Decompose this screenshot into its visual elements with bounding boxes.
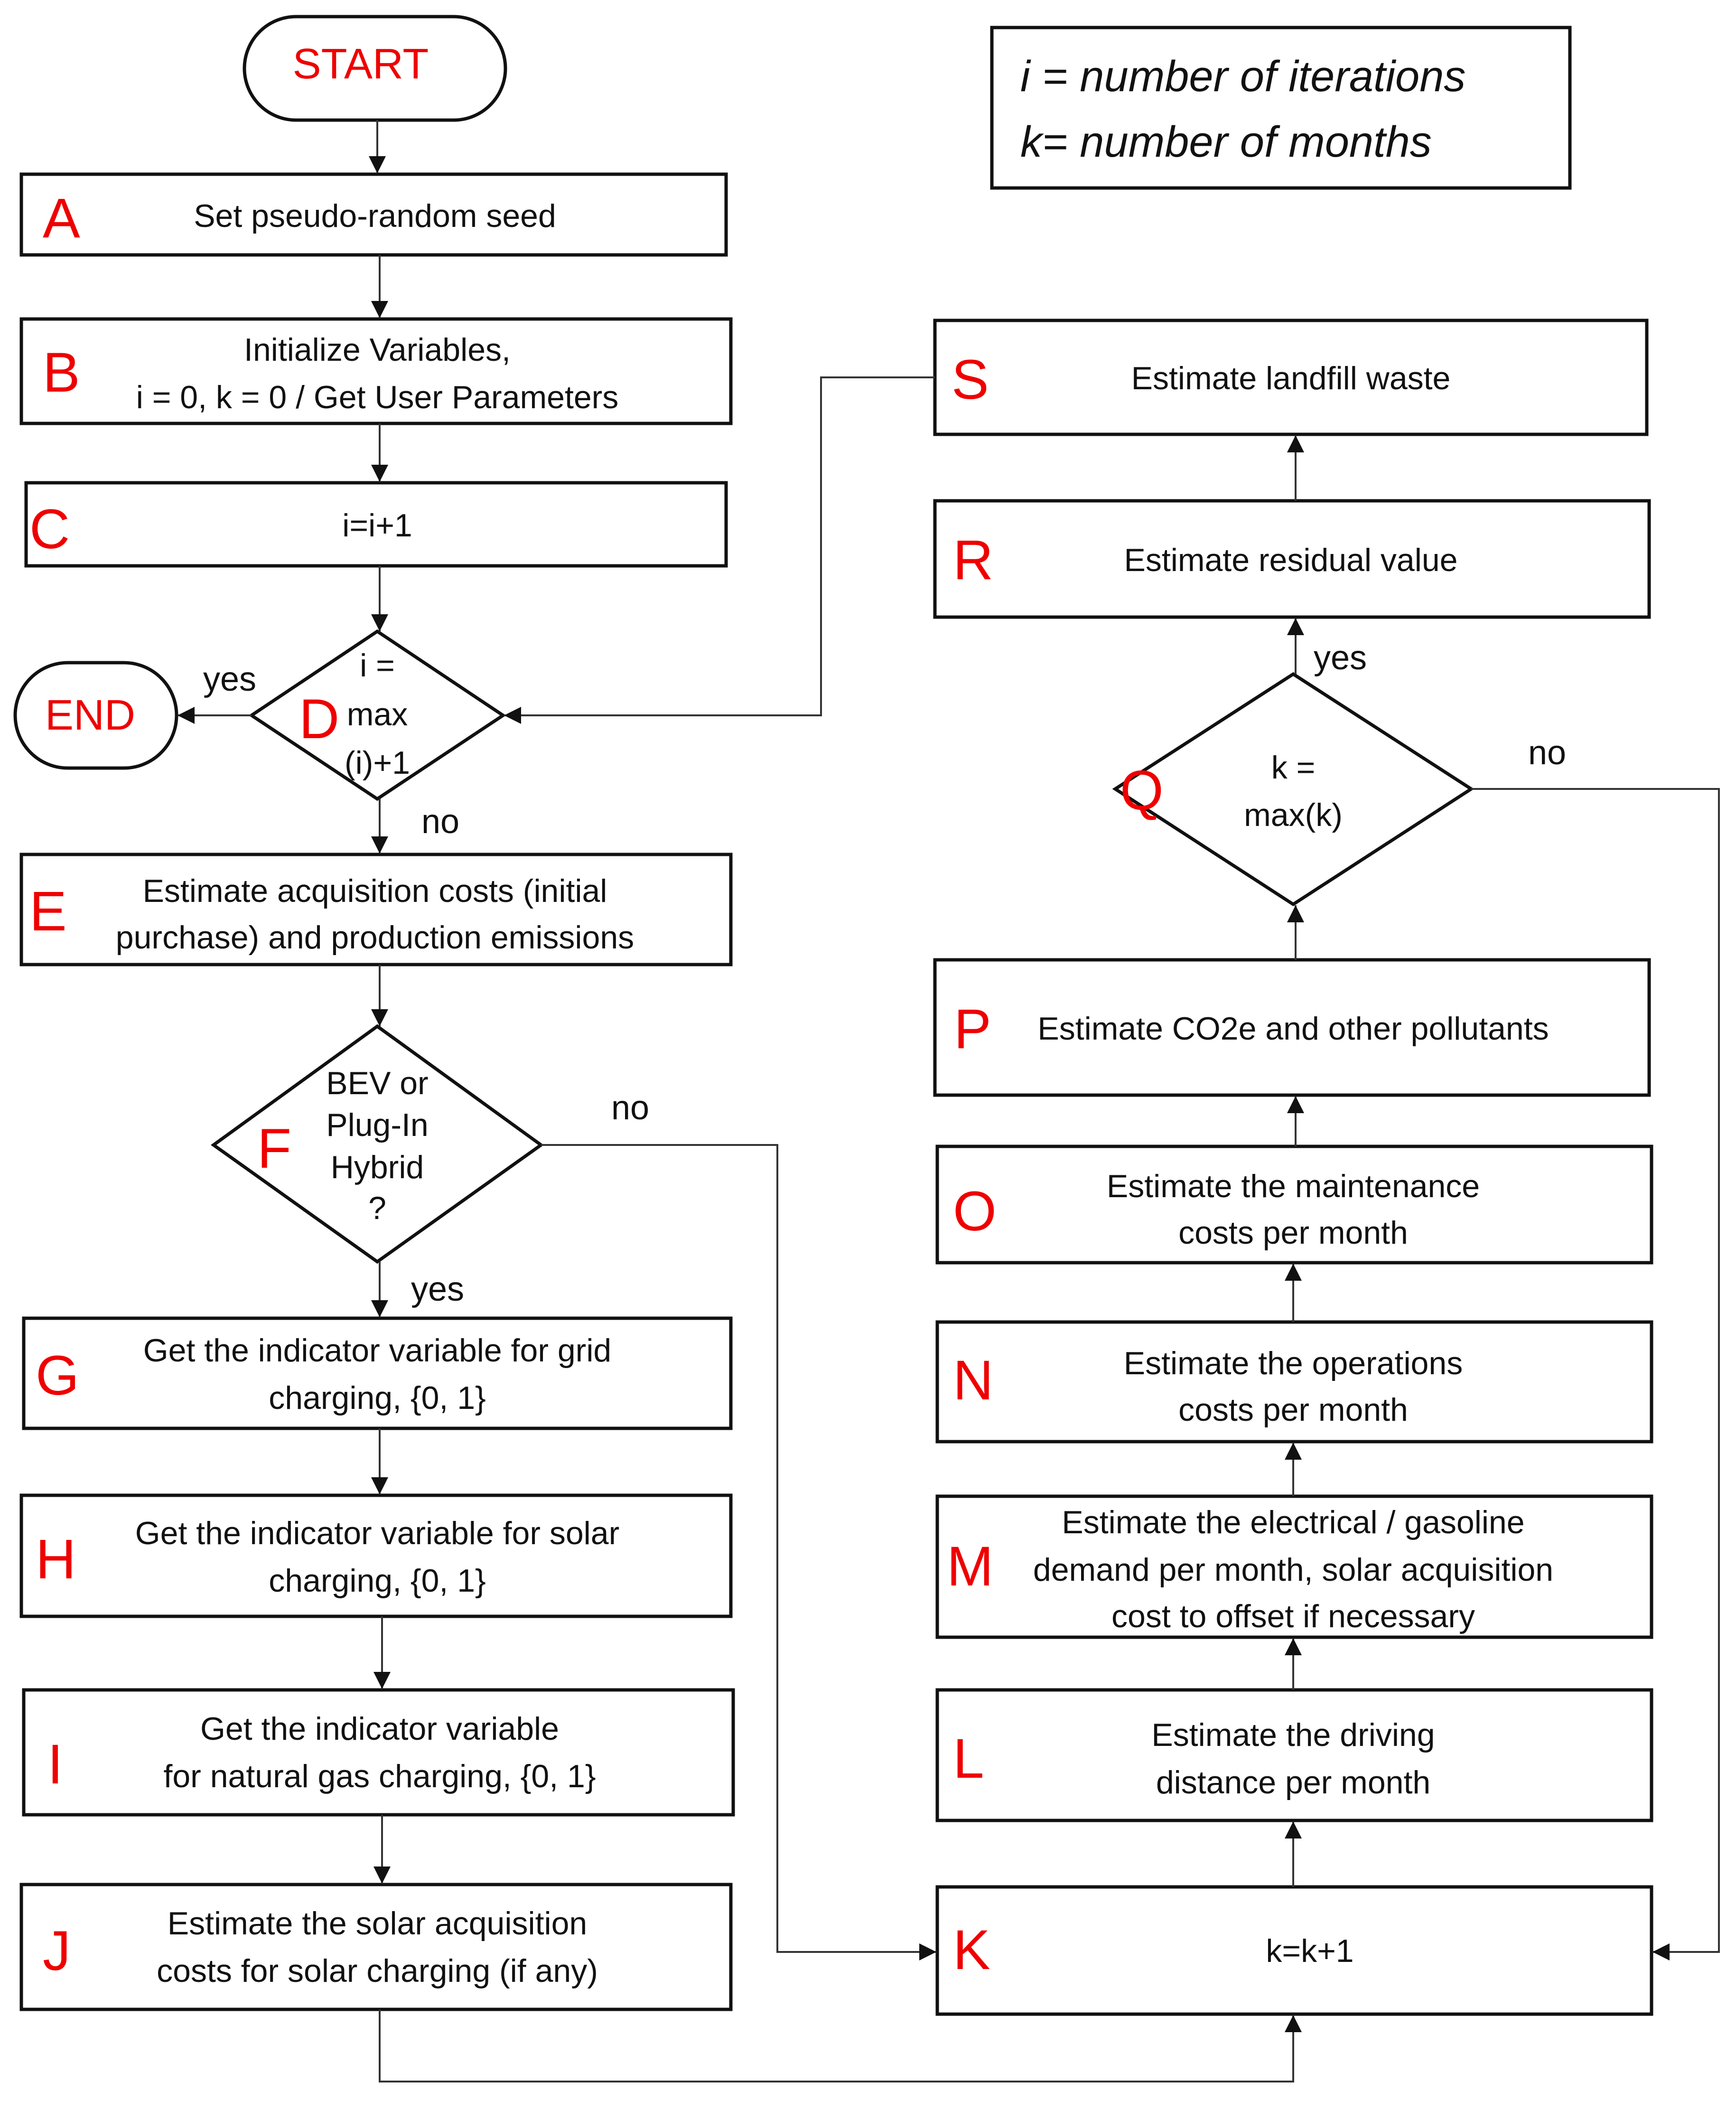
node-h: H Get the indicator variable for solar c… [19, 1493, 733, 1618]
node-s: S Estimate landfill waste [933, 319, 1649, 436]
node-p: P Estimate CO2e and other pollutants [933, 958, 1651, 1097]
node-m-line-2: demand per month, solar acquisition [1033, 1552, 1553, 1588]
node-n-line-1: Estimate the operations [1124, 1345, 1463, 1381]
node-f-letter: F [257, 1117, 291, 1180]
edge-label-f-no: no [611, 1089, 649, 1127]
edge-label-d-yes: yes [203, 660, 256, 698]
node-a-line-1: Set pseudo-random seed [194, 198, 556, 234]
edge-label-d-no: no [421, 803, 459, 841]
node-g-line-2: charging, {0, 1} [269, 1380, 485, 1416]
edge-s-to-d [504, 376, 935, 724]
legend-box: i = number of iterations k= number of mo… [990, 26, 1572, 190]
node-d-line-2: max [347, 696, 408, 732]
node-o-line-2: costs per month [1178, 1215, 1408, 1251]
node-h-line-2: charging, {0, 1} [269, 1563, 485, 1599]
edge-label-q-no: no [1528, 734, 1566, 772]
node-p-line-1: Estimate CO2e and other pollutants [1037, 1011, 1549, 1047]
node-n-letter: N [953, 1349, 993, 1412]
node-h-letter: H [36, 1528, 76, 1591]
node-m-line-1: Estimate the electrical / gasoline [1062, 1504, 1524, 1540]
node-g: G Get the indicator variable for grid ch… [22, 1316, 733, 1430]
end-terminal: END [13, 661, 178, 770]
node-g-letter: G [36, 1344, 79, 1407]
legend-months: k= number of months [1020, 118, 1432, 166]
node-f-line-2: Plug-In [326, 1107, 428, 1143]
node-q: Q k = max(k) [1112, 672, 1475, 907]
node-j-line-1: Estimate the solar acquisition [168, 1905, 587, 1942]
node-b-letter: B [43, 341, 80, 404]
node-e-line-2: purchase) and production emissions [116, 919, 634, 956]
node-q-line-1: k = [1271, 750, 1316, 786]
node-s-line-1: Estimate landfill waste [1131, 360, 1451, 396]
node-j-line-2: costs for solar charging (if any) [157, 1953, 598, 1989]
node-d: D i = max (i)+1 [248, 629, 506, 801]
end-label: END [45, 692, 135, 739]
node-f-line-3: Hybrid [331, 1149, 424, 1185]
node-a-letter: A [43, 187, 80, 250]
node-f-line-4: ? [368, 1190, 386, 1226]
node-c-letter: C [29, 498, 70, 561]
edge-q-no-to-k [1471, 788, 1720, 1960]
start-label: START [293, 40, 429, 88]
node-r-letter: R [953, 529, 993, 591]
node-b: B Initialize Variables, i = 0, k = 0 / G… [19, 317, 733, 425]
node-n-line-2: costs per month [1178, 1392, 1408, 1428]
node-d-line-1: i = [360, 647, 395, 684]
node-i-line-2: for natural gas charging, {0, 1} [163, 1758, 596, 1794]
node-n: N Estimate the operations costs per mont… [935, 1320, 1653, 1444]
node-k-line-1: k=k+1 [1266, 1933, 1353, 1969]
node-r: R Estimate residual value [933, 499, 1651, 619]
node-b-line-1: Initialize Variables, [244, 332, 511, 368]
node-l-letter: L [953, 1727, 984, 1790]
node-d-line-3: (i)+1 [345, 745, 410, 781]
node-e-line-1: Estimate acquisition costs (initial [143, 873, 607, 909]
node-e: E Estimate acquisition costs (initial pu… [19, 853, 733, 966]
node-i: I Get the indicator variable for natural… [22, 1688, 735, 1817]
node-l-line-2: distance per month [1156, 1764, 1430, 1801]
node-j-letter: J [43, 1920, 71, 1982]
node-b-line-2: i = 0, k = 0 / Get User Parameters [136, 379, 619, 415]
node-i-letter: I [47, 1733, 63, 1796]
node-c: C i=i+1 [24, 481, 728, 568]
node-k-letter: K [953, 1919, 990, 1981]
node-q-line-2: max(k) [1244, 797, 1343, 833]
node-o: O Estimate the maintenance costs per mon… [935, 1144, 1653, 1265]
node-c-line-1: i=i+1 [342, 507, 412, 544]
node-l: L Estimate the driving distance per mont… [935, 1688, 1653, 1822]
node-e-letter: E [29, 880, 67, 943]
node-m: M Estimate the electrical / gasoline dem… [935, 1494, 1653, 1639]
node-l-line-1: Estimate the driving [1151, 1717, 1435, 1753]
edge-f-no-to-k [541, 1144, 936, 1960]
node-h-line-1: Get the indicator variable for solar [135, 1515, 620, 1551]
edge-label-q-yes: yes [1314, 639, 1367, 677]
node-g-line-1: Get the indicator variable for grid [143, 1332, 612, 1369]
node-o-line-1: Estimate the maintenance [1107, 1168, 1480, 1204]
node-o-letter: O [953, 1180, 997, 1243]
node-d-letter: D [299, 688, 339, 750]
node-p-letter: P [954, 998, 991, 1060]
node-m-letter: M [947, 1535, 993, 1598]
node-r-line-1: Estimate residual value [1124, 542, 1457, 578]
node-f-line-1: BEV or [326, 1065, 428, 1101]
node-i-line-1: Get the indicator variable [200, 1711, 559, 1747]
node-a: A Set pseudo-random seed [19, 172, 728, 257]
legend-iterations: i = number of iterations [1020, 52, 1465, 101]
node-j: J Estimate the solar acquisition costs f… [19, 1883, 733, 2011]
node-s-letter: S [952, 348, 989, 411]
node-k: K k=k+1 [935, 1885, 1653, 2016]
node-f: F BEV or Plug-In Hybrid ? [211, 1024, 544, 1264]
node-m-line-3: cost to offset if necessary [1111, 1598, 1475, 1634]
edge-label-f-yes: yes [411, 1270, 464, 1308]
edge-j-to-k [379, 2009, 1302, 2082]
node-q-letter: Q [1120, 759, 1164, 822]
start-terminal: START [243, 15, 507, 122]
